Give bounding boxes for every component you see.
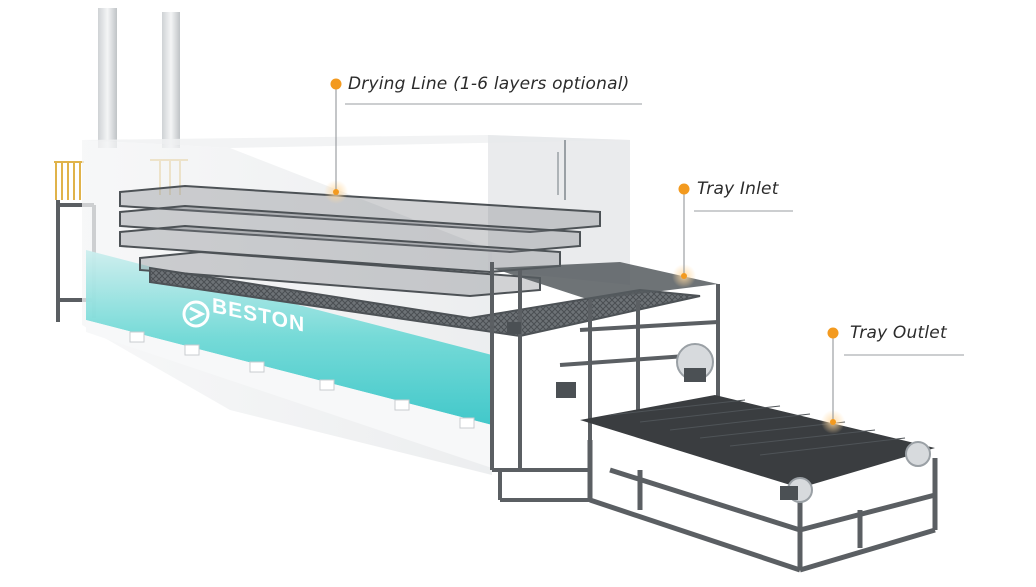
callout-label-tray-outlet: Tray Outlet [850, 323, 947, 343]
mesh-belt [149, 266, 701, 338]
callout-drying-line [324, 78, 642, 204]
chamber-feet [129, 331, 475, 429]
tray-outlet-conveyor [580, 395, 938, 573]
callout-tray-outlet [821, 327, 964, 434]
drying-layer-1 [119, 184, 601, 234]
callout-dot-tray-outlet [827, 327, 839, 339]
tray-inlet-rack [490, 262, 720, 502]
callout-dot-tray-inlet [678, 183, 690, 195]
callout-dot-drying-line [330, 78, 342, 90]
callout-tray-inlet [672, 183, 793, 288]
drying-layers [119, 184, 701, 338]
callout-label-tray-inlet: Tray Inlet [697, 179, 779, 199]
chimney-right [162, 12, 180, 148]
chimney-group [98, 8, 180, 148]
callout-label-drying-line: Drying Line (1-6 layers optional) [348, 74, 630, 94]
chamber-lower-panel [86, 320, 492, 468]
beston-logo-mark [182, 300, 210, 328]
drying-layer-2 [119, 204, 581, 254]
beston-logo [182, 300, 210, 328]
drying-layer-4 [139, 250, 541, 298]
chimney-left [98, 8, 117, 148]
chamber-teal-band [86, 250, 492, 425]
